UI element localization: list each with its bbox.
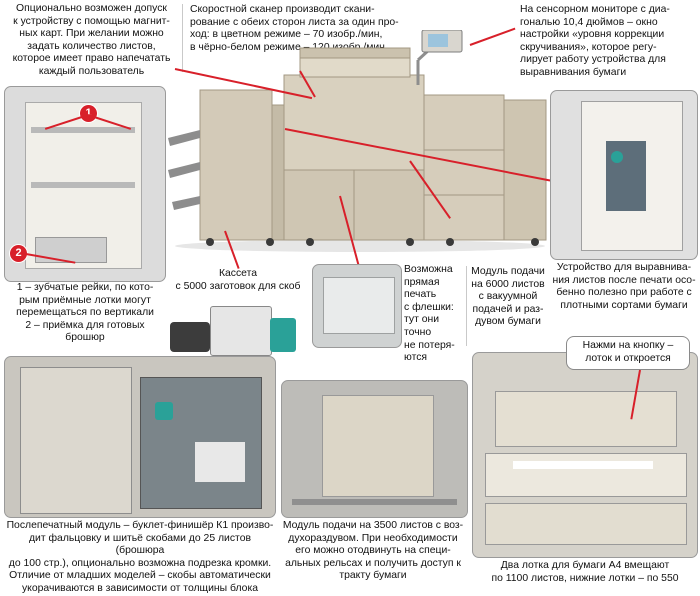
- photo-finisher: [4, 356, 276, 518]
- caption-feeder-6000: Модуль подачи на 6000 листов с вакуумной…: [471, 266, 545, 328]
- cassette-image: [170, 300, 300, 362]
- caption-decurler: Устройство для выравнива- ния листов пос…: [552, 262, 696, 311]
- caption-magnetic-cards: Опционально возможен допуск к устройству…: [12, 3, 171, 77]
- photo-feeder-3500: [281, 380, 468, 518]
- photo-output-trays: [4, 86, 166, 282]
- caption-feeder-3500: Модуль подачи на 3500 листов с воз- духо…: [282, 520, 464, 582]
- caption-finisher: Послепечатный модуль – буклет-финишёр К1…: [6, 520, 274, 594]
- marker-2: 2: [10, 245, 27, 262]
- caption-cassette: Кассета с 5000 заготовок для скоб: [175, 268, 301, 292]
- caption-trays: 1 – зубчатые рейки, по кото- рым приёмны…: [16, 282, 154, 344]
- callout-press-button: Нажми на кнопку – лоток и откроется: [566, 336, 690, 370]
- divider: [182, 4, 183, 72]
- photo-usb-slot: [312, 264, 402, 348]
- caption-usb-print: Возможна прямая печать с флешки: тут они…: [404, 264, 455, 364]
- caption-touchscreen: На сенсорном мониторе с диа- гональю 10,…: [520, 4, 670, 78]
- divider: [466, 266, 467, 346]
- photo-decurler: [550, 90, 698, 260]
- caption-a4-trays: Два лотка для бумаги А4 вмещают по 1100 …: [491, 560, 679, 584]
- press-machine-image: [168, 30, 547, 252]
- photo-a4-trays: [472, 352, 698, 558]
- caption-scanner: Скоростной сканер производит скани- рова…: [190, 4, 399, 53]
